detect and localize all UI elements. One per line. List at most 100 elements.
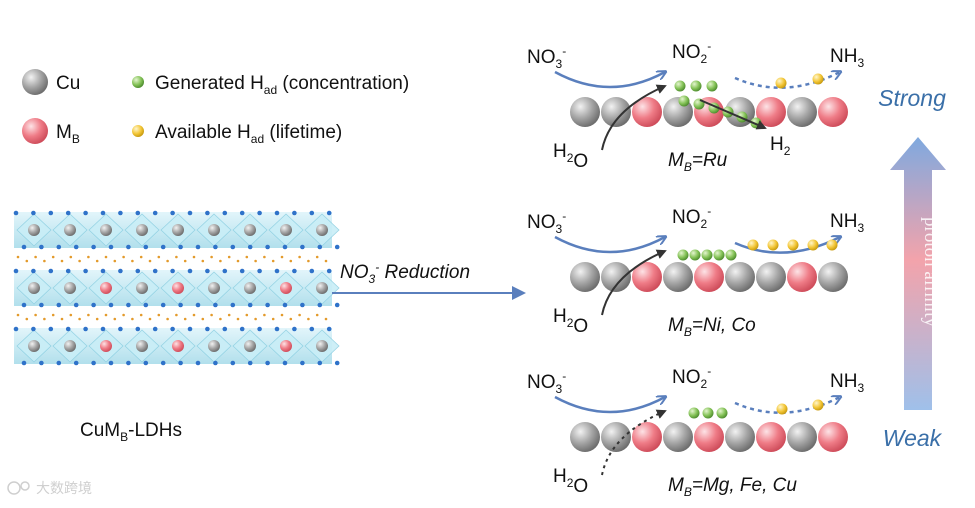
generated-h-dot [690, 80, 702, 92]
ldh-oxygen-atom [100, 326, 106, 332]
ldh-interlayer-dot [227, 255, 231, 259]
ldh-interlayer-dot [104, 255, 108, 259]
ldh-oxygen-atom [187, 268, 193, 274]
ldh-interlayer-dot [166, 259, 169, 263]
ldh-interlayer-dot [307, 317, 310, 321]
ldh-cu-atom [64, 282, 76, 294]
ldh-oxygen-atom [265, 302, 270, 308]
ldh-oxygen-atom [126, 244, 131, 250]
mb-atom [818, 422, 848, 452]
nitrite-label: NO2- [672, 204, 711, 231]
generated-h-dot [713, 249, 725, 261]
ldh-oxygen-atom [334, 302, 340, 308]
ldh-interlayer-dot [139, 313, 143, 317]
ldh-interlayer-dot [131, 259, 134, 263]
generated-h-dot [678, 95, 690, 107]
ldh-oxygen-atom [239, 268, 245, 274]
cu-atom [663, 262, 693, 292]
ldh-caption: CuMB-LDHs [80, 420, 182, 444]
watermark-text: 大数跨境 [36, 480, 92, 496]
ldh-oxygen-atom [334, 360, 340, 366]
ldh-oxygen-atom [73, 302, 79, 308]
ldh-oxygen-atom [170, 326, 175, 332]
ldh-oxygen-atom [334, 244, 340, 250]
ldh-interlayer-dot [210, 313, 213, 317]
ldh-cu-atom [316, 282, 328, 294]
ldh-oxygen-atom [309, 210, 315, 216]
ldh-oxygen-atom [73, 244, 79, 250]
cu-atom [601, 97, 631, 127]
ldh-interlayer-dot [166, 317, 169, 321]
ldh-oxygen-atom [326, 326, 332, 332]
ldh-oxygen-atom [65, 326, 71, 332]
ldh-oxygen-atom [292, 268, 297, 274]
ldh-oxygen-atom [100, 268, 106, 274]
available-h-dot [812, 73, 824, 85]
ldh-interlayer-dot [131, 317, 134, 321]
ldh-cu-atom [208, 282, 220, 294]
cu-atom [601, 422, 631, 452]
water-label: H2O [553, 141, 588, 172]
axis-strong-label: Strong [878, 85, 946, 111]
ldh-oxygen-atom [21, 360, 27, 366]
available-h-dot [747, 239, 759, 251]
mb-atom [694, 422, 724, 452]
ldh-cu-atom [64, 224, 76, 236]
ldh-interlayer-dot [60, 317, 64, 321]
ldh-mb-atom [280, 282, 292, 294]
mb-atom [756, 422, 786, 452]
ldh-interlayer-dot [87, 313, 90, 317]
cu-atom [756, 262, 786, 292]
ammonia-label: NH3 [830, 46, 864, 70]
no3-to-no2-arrow [554, 237, 665, 254]
ldh-interlayer-dot [148, 317, 152, 321]
ldh-cu-atom [136, 340, 148, 352]
ammonia-label: NH3 [830, 371, 864, 395]
ldh-interlayer-dot [43, 259, 46, 263]
ldh-oxygen-atom [326, 210, 332, 216]
ldh-interlayer-dot [113, 317, 117, 321]
ldh-oxygen-atom [265, 360, 270, 366]
ldh-oxygen-atom [317, 244, 323, 250]
ldh-interlayer-dot [78, 259, 81, 263]
ldh-oxygen-atom [213, 244, 218, 250]
no2-to-nh3-arrow [734, 397, 840, 414]
ldh-oxygen-atom [213, 360, 218, 366]
ldh-oxygen-atom [83, 326, 88, 332]
ldh-oxygen-atom [239, 326, 245, 332]
ldh-interlayer-dot [25, 259, 29, 263]
ldh-oxygen-atom [13, 268, 19, 274]
ldh-interlayer-dot [16, 313, 20, 317]
cu-atom [570, 97, 600, 127]
available-h-dot [787, 239, 799, 251]
ldh-interlayer-dot [324, 317, 328, 321]
ldh-oxygen-atom [83, 268, 88, 274]
reduction-arrow-head [512, 286, 526, 300]
water-label: H2O [553, 306, 588, 337]
h2o-dissociation-arrow [601, 409, 667, 476]
ldh-interlayer-dot [87, 255, 90, 259]
ldh-interlayer-dot [324, 259, 328, 263]
ldh-interlayer-dot [263, 313, 266, 317]
ldh-oxygen-atom [309, 326, 315, 332]
cu-atom [663, 422, 693, 452]
ldh-interlayer-dot [298, 255, 301, 259]
ldh-oxygen-atom [257, 268, 262, 274]
ldh-oxygen-atom [178, 302, 183, 308]
ldh-interlayer-dot [148, 259, 152, 263]
ldh-oxygen-atom [187, 326, 193, 332]
ldh-interlayer-dot [219, 259, 222, 263]
ldh-oxygen-atom [274, 268, 280, 274]
ldh-oxygen-atom [118, 326, 123, 332]
ldh-oxygen-atom [230, 360, 236, 366]
watermark-logo-icon [7, 481, 21, 495]
ldh-oxygen-atom [257, 326, 262, 332]
legend-generated-h-dot [132, 76, 144, 88]
ldh-oxygen-atom [56, 360, 62, 366]
cu-atom [570, 262, 600, 292]
ldh-oxygen-atom [170, 268, 175, 274]
ldh-interlayer-dot [69, 313, 73, 317]
nitrate-label: NO3- [527, 44, 566, 71]
ldh-cu-atom [244, 224, 256, 236]
